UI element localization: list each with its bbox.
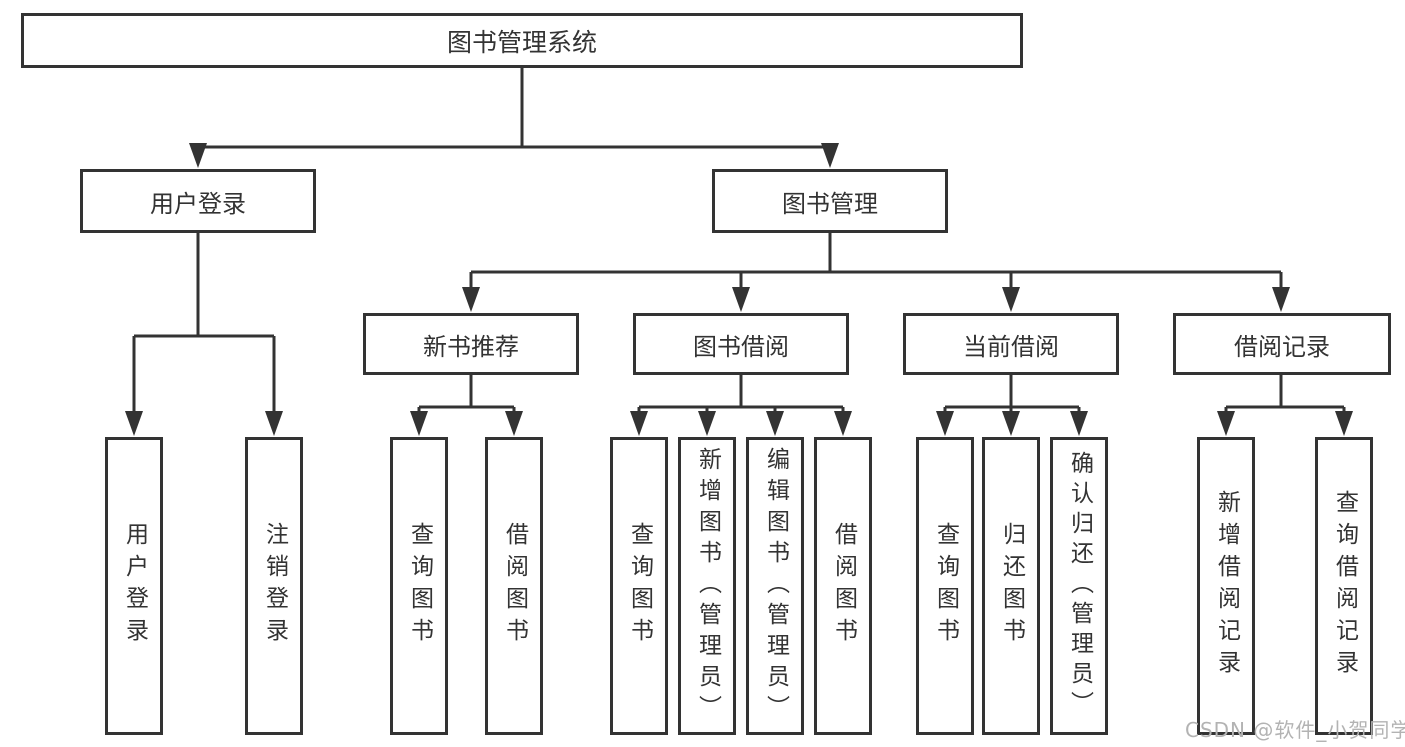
node-new-book-recommend: 新书推荐	[363, 313, 579, 375]
leaf-borrow-borrow-book: 借阅图书	[814, 437, 872, 735]
arrowheads	[125, 143, 1353, 436]
node-borrowing-records: 借阅记录	[1173, 313, 1391, 375]
csdn-watermark: CSDN @软件_小贺同学	[1185, 718, 1405, 742]
leaf-current-confirm-return-admin: 确认归还（管理员）	[1050, 437, 1108, 735]
leaf-user-logout: 注销登录	[245, 437, 303, 735]
leaf-borrow-query-book: 查询图书	[610, 437, 668, 735]
node-book-management-module: 图书管理	[712, 169, 948, 233]
leaf-records-add-record: 新增借阅记录	[1197, 437, 1255, 735]
leaf-current-query-book: 查询图书	[916, 437, 974, 735]
node-user-login-module: 用户登录	[80, 169, 316, 233]
leaf-borrow-add-book-admin: 新增图书（管理员）	[678, 437, 736, 735]
leaf-borrow-edit-book-admin: 编辑图书（管理员）	[746, 437, 804, 735]
leaf-current-return-book: 归还图书	[982, 437, 1040, 735]
node-system-root: 图书管理系统	[21, 13, 1023, 68]
leaf-user-login: 用户登录	[105, 437, 163, 735]
leaf-records-query-record: 查询借阅记录	[1315, 437, 1373, 735]
leaf-recommend-borrow-book: 借阅图书	[485, 437, 543, 735]
tree-edges	[132, 68, 1346, 414]
node-current-borrowing: 当前借阅	[903, 313, 1119, 375]
node-book-borrowing: 图书借阅	[633, 313, 849, 375]
leaf-recommend-query-book: 查询图书	[390, 437, 448, 735]
